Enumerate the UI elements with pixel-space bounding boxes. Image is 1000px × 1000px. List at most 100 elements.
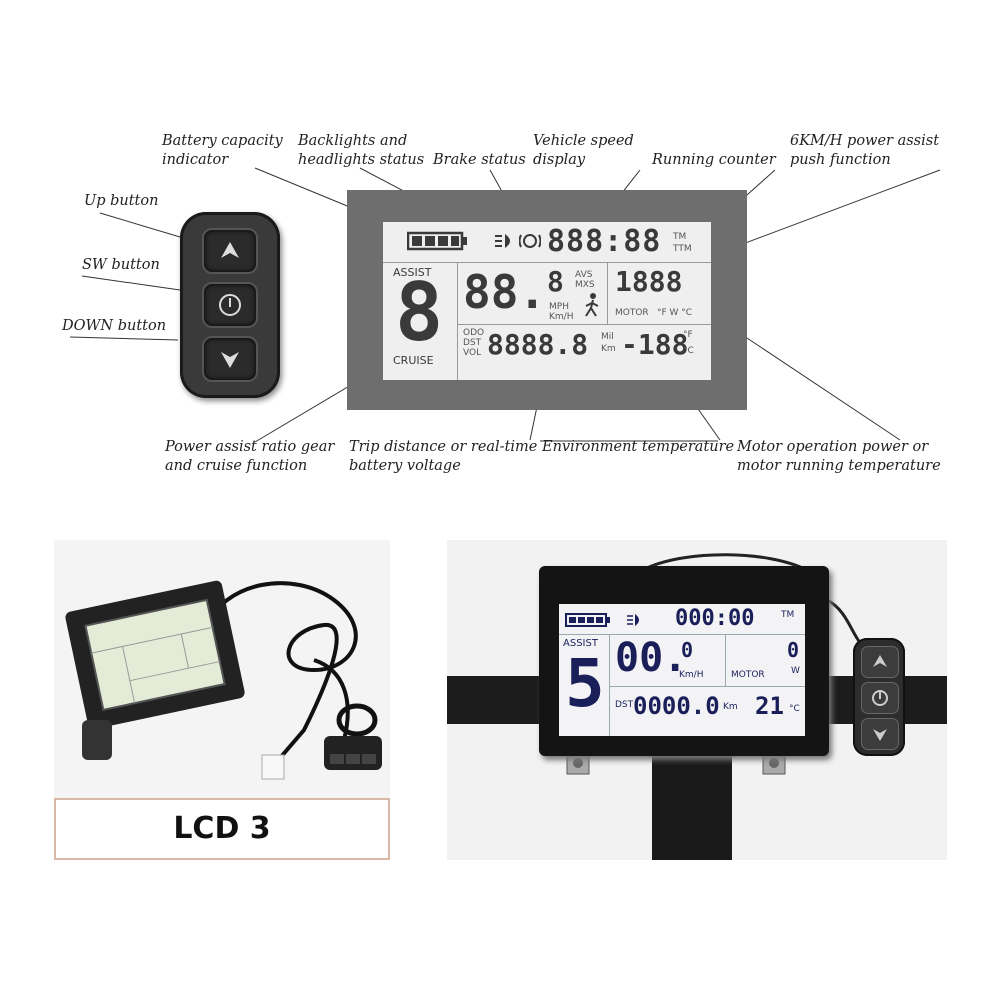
label-battery-indicator: Battery capacity indicator: [162, 132, 283, 170]
mounted-sw-button[interactable]: [861, 682, 899, 714]
tm-label: TM: [673, 232, 687, 242]
odo-label: ODO: [463, 328, 485, 338]
walk-assist-icon: [585, 293, 599, 317]
ttm-label: TTM: [673, 244, 692, 254]
kmh-label: Km/H: [549, 312, 574, 322]
mounted-assist-label: ASSIST: [563, 638, 598, 649]
button-remote: [180, 212, 280, 398]
cruise-label: CRUISE: [393, 354, 434, 367]
label-line: headlights status: [298, 152, 425, 168]
label-line: motor running temperature: [737, 458, 941, 474]
trip-distance-display: 8888.8: [487, 328, 589, 361]
mil-label: Mil: [601, 332, 614, 342]
dst-label: DST: [463, 338, 482, 348]
down-button[interactable]: [202, 336, 258, 382]
mounted-speed-display: 00.: [615, 635, 688, 681]
lcd-divider: [457, 324, 711, 325]
label-vehicle-speed: Vehicle speed display: [533, 132, 634, 170]
label-down-button: DOWN button: [62, 318, 167, 334]
mounted-motor-label: MOTOR: [731, 670, 765, 680]
mounted-assist-digit: 5: [565, 645, 605, 722]
label-line: indicator: [162, 152, 229, 168]
lcd-divider: [559, 634, 805, 635]
speed-decimal: 8: [547, 265, 564, 298]
motor-units: °F W °C: [657, 308, 693, 318]
label-line: Battery capacity: [162, 133, 283, 149]
power-icon: [219, 294, 241, 316]
lcd-screen: 888:88 TM TTM ASSIST 8 CRUISE 88. 8 AVS …: [383, 222, 711, 380]
label-line: Trip distance or real-time: [349, 439, 538, 455]
mph-label: MPH: [549, 302, 569, 312]
battery-icon: [565, 613, 610, 627]
caption-box: LCD 3: [54, 798, 390, 860]
motor-power-display: 1888: [615, 265, 683, 298]
label-running-counter: Running counter: [652, 152, 776, 168]
label-line: push function: [790, 152, 891, 168]
product-photo-panel: LCD 3: [54, 540, 390, 860]
lcd-divider: [609, 634, 610, 736]
avs-label: AVS: [575, 270, 593, 280]
mounted-celsius-label: °C: [789, 704, 800, 714]
headlight-icon: [627, 614, 639, 626]
power-icon: [872, 690, 888, 706]
mounted-display-housing: 000:00 TM ASSIST 5 00. 0 Km/H 0 MOTOR W …: [539, 566, 829, 756]
product-photo: [65, 580, 382, 780]
lcd-divider: [383, 262, 711, 263]
label-line: Vehicle speed: [533, 133, 634, 149]
label-push-function: 6KM/H power assist push function: [790, 132, 939, 170]
battery-icon: [407, 231, 467, 251]
mounted-w-label: W: [791, 666, 800, 676]
mounted-button-remote: [853, 638, 905, 756]
speed-display: 88.: [463, 265, 547, 319]
headlight-icon: [495, 234, 510, 248]
mxs-label: MXS: [575, 280, 595, 290]
down-arrow-icon: [221, 352, 239, 368]
label-trip-distance: Trip distance or real-time battery volta…: [349, 438, 537, 476]
label-line: 6KM/H power assist: [790, 133, 940, 149]
lcd-bezel: 888:88 TM TTM ASSIST 8 CRUISE 88. 8 AVS …: [347, 190, 747, 410]
mounted-lcd-screen: 000:00 TM ASSIST 5 00. 0 Km/H 0 MOTOR W …: [559, 604, 805, 736]
mounted-dst-label: DST: [615, 700, 634, 710]
label-power-assist: Power assist ratio gear and cruise funct…: [165, 438, 334, 476]
mounted-tm-label: TM: [781, 610, 795, 620]
label-backlight-status: Backlights and headlights status: [298, 132, 424, 170]
product-caption: LCD 3: [173, 811, 271, 846]
label-sw-button: SW button: [82, 257, 160, 273]
mounted-display-photo: 000:00 TM ASSIST 5 00. 0 Km/H 0 MOTOR W …: [447, 540, 947, 860]
mounted-up-button[interactable]: [861, 646, 899, 678]
mounted-km-label: Km: [723, 702, 738, 712]
label-environment-temperature: Environment temperature: [542, 439, 735, 455]
motor-label: MOTOR: [615, 308, 649, 318]
running-counter-display: 888:88: [547, 224, 662, 259]
label-line: and cruise function: [165, 458, 308, 474]
label-line: battery voltage: [349, 458, 461, 474]
mounted-speed-decimal: 0: [681, 638, 694, 662]
label-line: Power assist ratio gear: [165, 439, 335, 455]
up-button[interactable]: [202, 228, 258, 274]
mounted-motor-value: 0: [787, 638, 800, 662]
fahrenheit-label: °F: [683, 330, 693, 340]
mounted-kmh-label: Km/H: [679, 670, 704, 680]
label-motor-operation: Motor operation power or motor running t…: [737, 438, 941, 476]
environment-temperature-display: -188: [621, 328, 689, 361]
brake-icon: [519, 234, 541, 248]
up-arrow-icon: [873, 655, 887, 667]
assist-label: ASSIST: [393, 266, 432, 279]
km-label: Km: [601, 344, 616, 354]
lcd-divider: [457, 262, 458, 380]
label-line: Backlights and: [298, 133, 408, 149]
mounted-trip-display: 0000.0: [633, 692, 720, 720]
label-brake-status: Brake status: [433, 152, 526, 168]
lcd-divider: [609, 686, 805, 687]
lcd-divider: [607, 262, 608, 324]
celsius-label: °C: [683, 346, 694, 356]
sw-button[interactable]: [202, 282, 258, 328]
lcd-divider: [725, 634, 726, 686]
mounted-down-button[interactable]: [861, 718, 899, 750]
up-arrow-icon: [221, 242, 239, 258]
label-line: display: [533, 152, 586, 168]
mounted-temperature-display: 21: [755, 692, 784, 720]
vol-label: VOL: [463, 348, 482, 358]
down-arrow-icon: [873, 729, 887, 741]
label-up-button: Up button: [84, 193, 159, 209]
